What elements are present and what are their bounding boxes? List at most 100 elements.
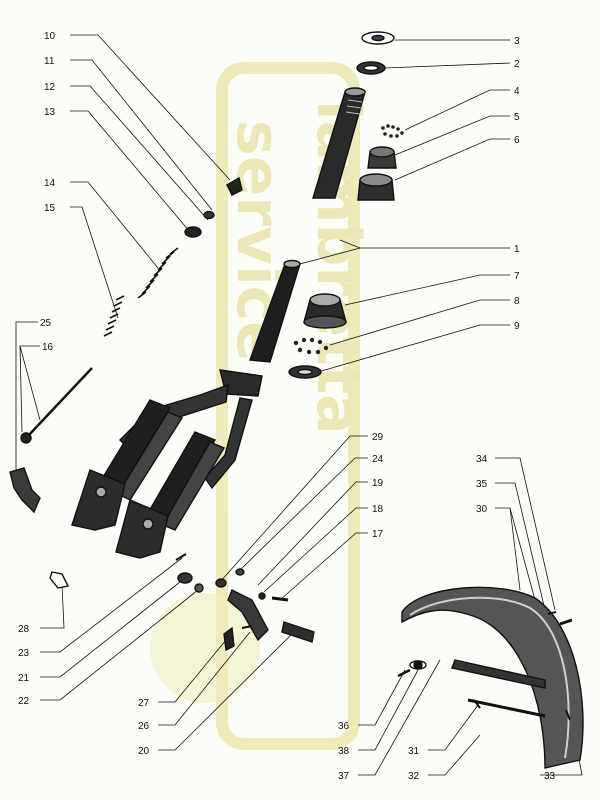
callout-20: 20	[138, 746, 150, 757]
leader-12	[70, 85, 209, 221]
callout-15: 15	[44, 203, 56, 214]
leader-10	[70, 34, 231, 181]
part-35-bolt	[559, 618, 573, 626]
callout-34: 34	[476, 454, 488, 465]
callout-25: 25	[40, 318, 52, 329]
part-32-stay	[451, 659, 546, 689]
part-36-screw	[397, 668, 411, 678]
leader-38	[358, 669, 419, 751]
leader-25	[15, 321, 38, 478]
leader-26	[158, 631, 251, 726]
part-38-washer	[413, 660, 423, 670]
part-16-axle	[27, 367, 93, 437]
part-29-bush	[215, 578, 227, 588]
callout-3: 3	[514, 36, 520, 47]
leader-35	[495, 482, 546, 611]
part-26-pin	[241, 625, 253, 629]
part-14-spring	[137, 247, 179, 299]
leader-8	[329, 299, 510, 346]
callout-12: 12	[44, 82, 56, 93]
callout-4: 4	[514, 86, 520, 97]
callout-28: 28	[18, 624, 30, 635]
leader-24	[239, 457, 368, 571]
callout-36: 36	[338, 721, 350, 732]
callout-21: 21	[18, 673, 30, 684]
callout-27: 27	[138, 698, 150, 709]
part-20-bolt	[281, 621, 315, 643]
part-24-washer	[235, 568, 245, 576]
leader-27	[158, 639, 227, 703]
leader-29	[219, 435, 368, 583]
callout-2: 2	[514, 59, 520, 70]
leader-17	[279, 532, 368, 601]
callout-24: 24	[372, 454, 384, 465]
leader-4	[404, 89, 510, 131]
part-19-arm	[227, 589, 269, 642]
part-37-screw	[473, 699, 481, 709]
part-22-washer	[194, 583, 204, 593]
leader-21	[40, 577, 186, 678]
callout-35: 35	[476, 479, 488, 490]
part-10-cap	[226, 176, 243, 196]
part-8-balls	[293, 337, 329, 355]
leader-11	[70, 59, 213, 211]
leader-30	[495, 507, 521, 591]
callout-7: 7	[514, 271, 520, 282]
part-28-clip	[49, 571, 70, 589]
callout-38: 38	[338, 746, 350, 757]
part-13-cup	[184, 226, 202, 238]
mudguard-31	[401, 586, 584, 769]
leader-2	[384, 62, 511, 69]
callout-30: 30	[476, 504, 488, 515]
leader-20	[158, 627, 299, 751]
watermark-frame	[216, 62, 360, 750]
leader-lines	[15, 34, 583, 776]
leader-31	[428, 704, 479, 751]
fork-foot-left	[71, 469, 126, 531]
watermark-line2: service	[223, 120, 293, 362]
leader-19	[257, 481, 368, 586]
part-17-bolt	[271, 596, 289, 602]
leader-18	[263, 507, 368, 593]
leader-7	[344, 274, 510, 306]
part-21-nut	[177, 572, 193, 584]
callout-6: 6	[514, 135, 520, 146]
callout-5: 5	[514, 112, 520, 123]
callout-9: 9	[514, 321, 520, 332]
leader-14	[70, 181, 159, 269]
leader-5	[394, 115, 510, 156]
fork-foot-right	[115, 499, 169, 559]
fork-assembly	[71, 369, 263, 559]
callout-32: 32	[408, 771, 420, 782]
callout-37: 37	[338, 771, 350, 782]
callout-33: 33	[544, 771, 556, 782]
callout-labels: 10 11 12 13 14 15 25 16 3 2 4 5 6 1 7 8 …	[18, 31, 556, 782]
leader-23	[40, 557, 183, 653]
callout-31: 31	[408, 746, 420, 757]
callout-1: 1	[514, 244, 520, 255]
callout-22: 22	[18, 696, 30, 707]
callout-14: 14	[44, 178, 56, 189]
callout-18: 18	[372, 504, 384, 515]
leader-32	[428, 734, 481, 776]
callout-8: 8	[514, 296, 520, 307]
part-34-screw	[547, 611, 557, 615]
leader-9	[317, 324, 510, 373]
part-27-stud	[223, 626, 235, 652]
part-18-washer	[258, 592, 266, 600]
part-4-ball-race	[381, 124, 404, 138]
part-23-pin	[175, 553, 187, 561]
leader-37	[358, 659, 441, 776]
callout-16: 16	[42, 342, 54, 353]
leader-36	[358, 669, 406, 726]
callout-29: 29	[372, 432, 384, 443]
callout-11: 11	[44, 56, 55, 67]
part-25-link	[9, 467, 41, 514]
watermark-logo	[150, 593, 260, 703]
leader-16	[19, 345, 41, 421]
callout-13: 13	[44, 107, 56, 118]
leader-6	[394, 138, 510, 181]
parts	[9, 31, 584, 769]
